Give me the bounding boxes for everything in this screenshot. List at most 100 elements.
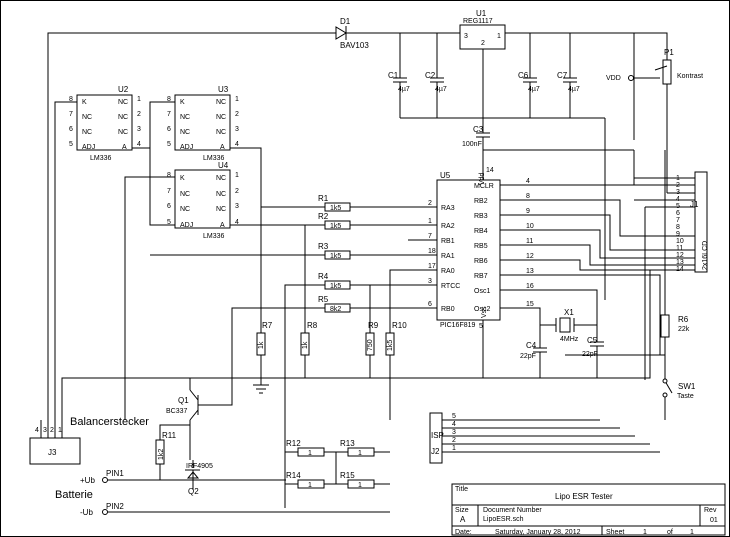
ref-u4: U4 LM336 K NC NC ADJ NC NC NC A 8 7 6 5 … [124,148,310,420]
u1-ref: U1 [476,9,487,18]
u3-pin-nc4: NC [216,114,226,121]
u2-pin3: 3 [137,126,141,133]
rev-value: 01 [710,517,718,524]
size-value: A [460,515,466,524]
r10-value: 1k5 [387,340,394,351]
mcu-pinnum-11: 11 [526,238,533,245]
c7-ref: C7 [557,71,568,80]
u3-pin-adj: ADJ [180,144,193,151]
mcu-pinnum-10: 10 [526,223,534,230]
mcu-pinnum-6: 6 [428,301,432,308]
diode-d1: D1 BAV103 [335,17,369,50]
c6-ref: C6 [518,71,529,80]
u4-pin4: 4 [235,219,239,226]
c1-ref: C1 [388,71,399,80]
u5-vss: Vss [481,306,488,318]
u3-pin-nc1: NC [180,114,190,121]
p1-label: Kontrast [677,73,703,80]
total-value: 1 [690,529,694,536]
sheet-value: 1 [643,529,647,536]
mcu-pinnum-7: 7 [428,233,432,240]
u2-pin5: 5 [69,141,73,148]
mcu-pin-mclr: MCLR [474,183,494,190]
u2-pin-nc1: NC [82,114,92,121]
q1-ref: Q1 [178,396,189,405]
mcu-right-pins: MCLR4RB28RB39RB410RB511RB612RB713Osc116O… [474,178,535,313]
u4-pin6: 6 [167,203,171,210]
u4-pin-nc5: NC [216,206,226,213]
mcu-pin-rb6: RB6 [474,258,488,265]
res-r5-ref: R5 [318,295,329,304]
mcu-pinnum-17: 17 [428,263,436,270]
u2-pin-nc5: NC [118,129,128,136]
vdd-label: VDD [606,75,621,82]
mcu-pin-osc1: Osc1 [474,288,490,295]
u4-pin-nc2: NC [180,206,190,213]
c2-value: 4µ7 [435,86,447,93]
res-r6: R6 22k [565,150,690,356]
u1-pin-in: 3 [464,33,468,40]
d1-ref: D1 [340,17,351,26]
r7-ref: R7 [262,321,273,330]
u4-pin8: 8 [167,172,171,179]
p1-ref: P1 [664,48,674,57]
lcd-pin-12: 12 [676,252,684,259]
u5-vdd: Vdd [479,172,486,185]
mcu-right-wires [535,150,695,380]
u1-pin-out: 1 [497,33,501,40]
r9-ref: R9 [368,321,379,330]
u1-pin-gnd: 2 [481,40,485,47]
ref-u2: U2 LM336 K NC NC ADJ NC NC NC A 8 7 6 5 … [54,85,170,420]
balancer-label: Balancerstecker [70,416,149,428]
c7-value: 4µ7 [568,86,580,93]
lcd-pin-13: 13 [676,259,684,266]
mcu-pin-rtcc: RTCC [441,283,460,290]
u5-value: PIC16F819 [440,322,476,329]
res-r8: R8 1k [300,225,318,378]
c6-value: 4µ7 [528,86,540,93]
u2-pin2: 2 [137,111,141,118]
u2-pin-nc4: NC [118,114,128,121]
battery-minus: -Ub [80,508,93,517]
cap-c1: C1 4µ7 [388,33,410,118]
u4-pin7: 7 [167,188,171,195]
c3-value: 100nF [462,141,482,148]
transistor-q1: Q1 BC337 [166,378,205,460]
j2-pin1: 1 [452,445,456,452]
mcu-pinnum-3: 3 [428,278,432,285]
res-r7: R7 1k [253,207,273,394]
u3-pin-nc3: NC [216,99,226,106]
u3-pin3: 3 [235,126,239,133]
u3-pin6: 6 [167,126,171,133]
u3-pin-k: K [180,99,185,106]
r6-value: 22k [678,326,690,333]
r13-ref: R13 [340,439,355,448]
ref-u3: U3 LM336 K NC NC ADJ NC NC NC A 8 7 6 5 … [167,85,310,208]
of-label: of [667,529,673,536]
ground-bus [61,270,651,420]
u3-pin4: 4 [235,141,239,148]
crystal-x1: X1 4MHz [500,289,598,343]
res-r2-ref: R2 [318,212,329,221]
res-r5-value: 8k2 [330,306,341,313]
mcu-pinnum-18: 18 [428,248,436,255]
r14-ref: R14 [286,471,301,480]
cap-c4: C4 22pF [520,325,547,378]
cap-c2: C2 4µ7 [425,33,447,118]
res-r2-value: 1k5 [330,223,341,230]
r11-value: 1k2 [158,449,165,460]
mcu-pin-ra2: RA2 [441,223,455,230]
rev-label: Rev [704,507,717,514]
top-rail [47,32,668,420]
lcd-pin-9: 9 [676,231,680,238]
lcd-pin-10: 10 [676,238,684,245]
mcu-pinnum-12: 12 [526,253,534,260]
c1-value: 4µ7 [398,86,410,93]
j2-ref: J2 [431,447,440,456]
pin1-label: PIN1 [106,469,124,478]
u3-pin5: 5 [167,141,171,148]
u3-pin2: 2 [235,111,239,118]
lcd-pin-7: 7 [676,217,680,224]
